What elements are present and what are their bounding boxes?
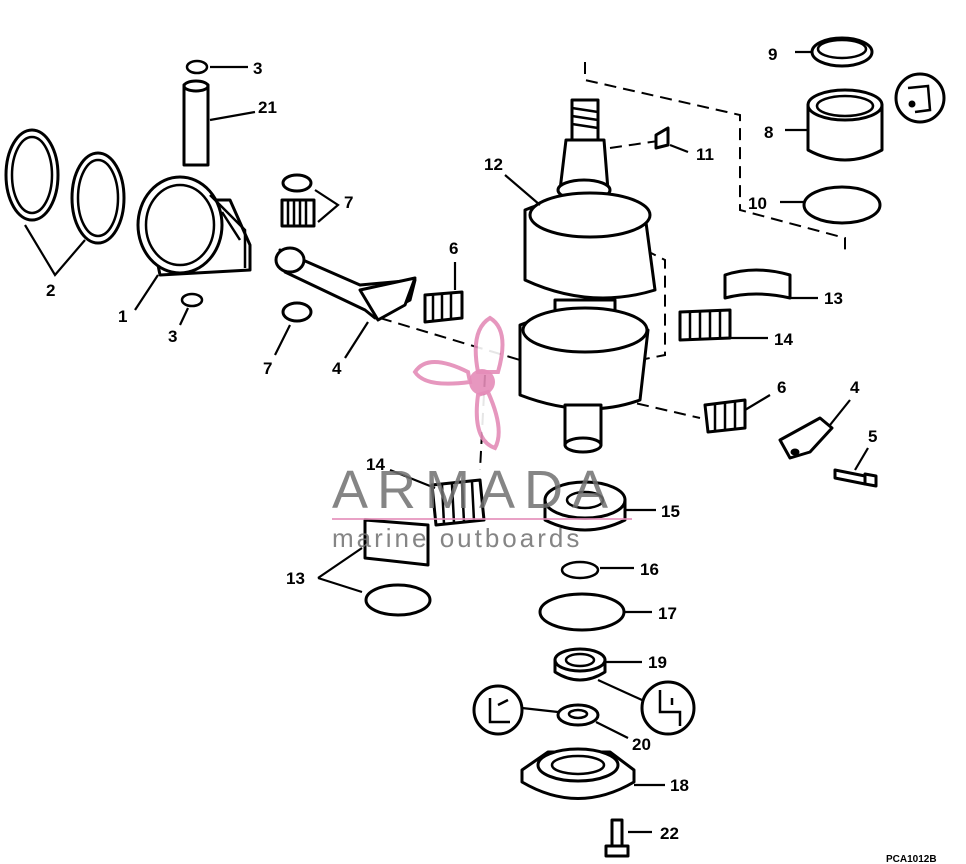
callout-7-top: 7: [344, 193, 353, 212]
callout-8: 8: [764, 123, 773, 142]
callout-10: 10: [748, 194, 767, 213]
part-large-o-ring: [538, 592, 626, 632]
callout-9: 9: [768, 45, 777, 64]
callout-14-left: 14: [366, 455, 385, 474]
part-connecting-rod-cap: [778, 416, 834, 460]
callout-14-right: 14: [774, 330, 793, 349]
callout-5: 5: [868, 427, 877, 446]
figure-code: PCA1012B: [886, 854, 937, 864]
part-retaining-rings: [180, 59, 209, 308]
callout-15: 15: [661, 502, 680, 521]
part-woodruff-key: [654, 126, 670, 150]
callout-6-left: 6: [449, 239, 458, 258]
part-housing-screw: [604, 818, 630, 858]
sealant-icon-left: [472, 684, 524, 736]
callout-18: 18: [670, 776, 689, 795]
armada-watermark: ARMADA marine outboards: [332, 315, 632, 553]
callout-7-bottom: 7: [263, 359, 272, 378]
callout-11: 11: [696, 145, 714, 164]
callout-20: 20: [632, 735, 651, 754]
callout-21: 21: [258, 98, 277, 117]
watermark-subtitle: marine outboards: [332, 523, 582, 553]
callout-13-bottom: 13: [286, 569, 305, 588]
callout-17: 17: [658, 604, 677, 623]
callout-22: 22: [660, 824, 679, 843]
callout-19: 19: [648, 653, 667, 672]
part-piston: [136, 175, 252, 277]
callout-2: 2: [46, 281, 55, 300]
part-wrist-pin-bearing: [280, 173, 316, 323]
part-rod-bearing-left: [423, 290, 464, 324]
callout-13-top: 13: [824, 289, 843, 308]
callout-16: 16: [640, 560, 659, 579]
callout-6-right: 6: [777, 378, 786, 397]
part-rod-bearing-right: [703, 398, 747, 434]
part-upper-seal: [810, 36, 874, 68]
part-bearing-retainer-lower: [363, 518, 432, 617]
part-piston-pin: [182, 79, 210, 167]
callout-1: 1: [118, 307, 127, 326]
watermark-title: ARMADA: [332, 460, 617, 520]
part-crankshaft: [518, 98, 657, 454]
part-o-ring: [802, 185, 882, 225]
callout-labels: 1 2 3 3 4 4 5 6 6 7 7 8 9 10 11 12 13 13…: [46, 45, 937, 864]
part-rod-cap-screw: [833, 468, 878, 488]
part-connecting-rod: [274, 246, 417, 322]
part-lower-bearing-housing: [520, 747, 636, 800]
part-snap-ring: [560, 560, 600, 580]
leader-lines: [24, 50, 869, 834]
callout-3-top: 3: [253, 59, 262, 78]
propeller-logo-icon: [412, 315, 505, 451]
callout-12: 12: [484, 155, 503, 174]
part-upper-roller-bearing: [806, 88, 884, 162]
callout-4-rod: 4: [332, 359, 342, 378]
part-bearing-retainer-upper: [723, 268, 792, 300]
part-small-seal: [556, 703, 600, 727]
part-lower-seal: [553, 647, 607, 682]
callout-3-bottom: 3: [168, 327, 177, 346]
sealant-icon-right: [640, 680, 696, 736]
part-center-bearing-upper: [678, 308, 732, 342]
sealant-icon-upper: [894, 72, 946, 124]
callout-4-cap: 4: [850, 378, 860, 397]
part-piston-rings: [4, 128, 126, 245]
part-ball-bearing: [543, 480, 627, 532]
